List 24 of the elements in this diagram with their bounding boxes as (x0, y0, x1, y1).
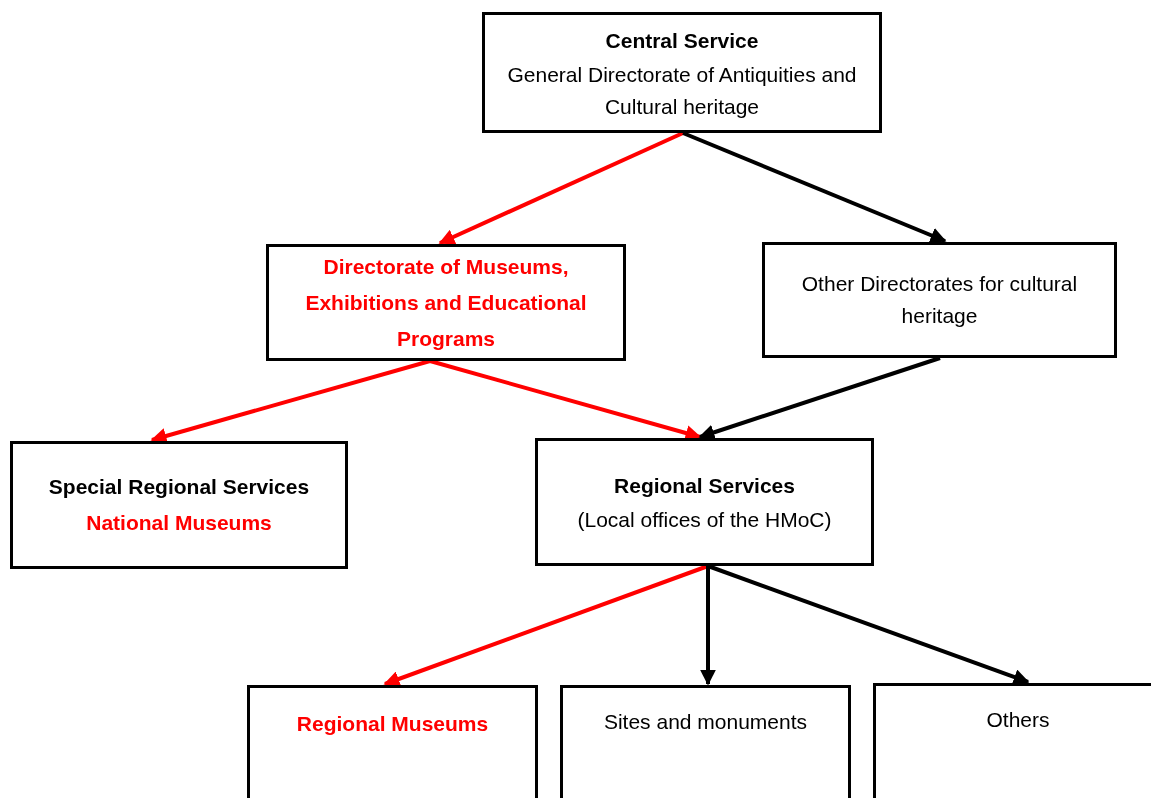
box-title: Central Service (605, 27, 759, 54)
box-text: Others (986, 707, 1050, 733)
org-box (10, 441, 348, 569)
box-title: National Museums (86, 510, 272, 536)
org-box (762, 242, 1117, 358)
arrow (682, 131, 947, 243)
org-box (560, 685, 851, 798)
box-text: Sites and monuments (603, 709, 808, 735)
box-text: General Directorate of Antiquities and Cultural heritage (506, 61, 858, 120)
box-title: Regional Museums (296, 711, 489, 737)
box-title: Special Regional Services (48, 474, 310, 500)
arrow (707, 564, 1030, 685)
box-text: (Local offices of the HMoC) (577, 507, 832, 533)
org-box (266, 244, 626, 361)
org-box (873, 683, 1151, 798)
org-box (535, 438, 874, 566)
arrow (700, 566, 716, 686)
arrow (383, 564, 709, 687)
box-title: Directorate of Museums, Exhibitions and Educational Programs (304, 253, 588, 352)
org-box (482, 12, 882, 133)
arrow (438, 131, 684, 245)
box-title: Regional Services (614, 473, 795, 499)
box-text: Other Directorates for cultural heritage (800, 271, 1079, 329)
org-box (247, 685, 538, 798)
